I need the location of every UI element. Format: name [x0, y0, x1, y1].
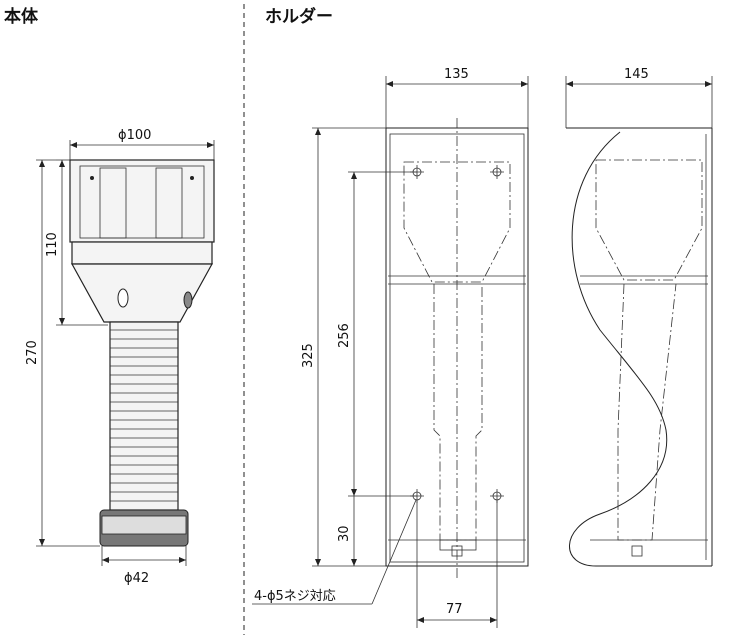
- holder-bottom-notch: [451, 545, 463, 557]
- holder-front-view: 135 325 256 30 77 4-ϕ5ネジ対応: [252, 67, 529, 628]
- dim-label-135: 135: [444, 67, 469, 82]
- arrow: [351, 559, 357, 566]
- dim-label-325: 325: [301, 343, 316, 368]
- body-screw: [90, 176, 94, 180]
- body-funnel-hole: [183, 291, 193, 309]
- holder-side-curve: [569, 131, 668, 567]
- note-leader: [371, 499, 417, 605]
- body-neck: [109, 321, 179, 511]
- dim-label-phi100: ϕ100: [118, 128, 151, 143]
- hole-note: 4-ϕ5ネジ対応: [254, 589, 336, 604]
- body-collar: [71, 241, 213, 265]
- holder-lower-slot: [433, 284, 483, 541]
- holder-side-notch: [631, 545, 643, 557]
- body-base-band: [101, 515, 187, 535]
- dim-label-145: 145: [624, 67, 649, 82]
- body-slot: [99, 167, 127, 239]
- body-funnel: [70, 263, 214, 323]
- main-body-title: 本体: [4, 6, 39, 27]
- holder-front-inner: [389, 133, 525, 563]
- main-body-drawing: ϕ100 110 270 ϕ42: [25, 128, 215, 586]
- body-neck-ribs: [110, 329, 178, 502]
- dim-label-77: 77: [446, 602, 463, 617]
- holder-side-view: 145: [565, 67, 713, 567]
- body-screw: [190, 176, 194, 180]
- body-cup: [69, 159, 215, 243]
- holder-title: ホルダー: [265, 6, 333, 27]
- body-cup-inner: [79, 165, 205, 239]
- mounting-hole: [490, 165, 504, 179]
- holder-bottom-tab: [439, 539, 477, 551]
- dim-label-30: 30: [337, 525, 352, 542]
- body-slot: [155, 167, 183, 239]
- dim-label-phi42: ϕ42: [124, 571, 149, 586]
- dim-label-270: 270: [25, 340, 40, 365]
- body-funnel-hole: [117, 288, 129, 308]
- dim-label-110: 110: [45, 232, 60, 257]
- holder-cutout: [403, 161, 511, 283]
- holder-side-cradle: [595, 159, 703, 281]
- dim-label-256: 256: [337, 323, 352, 348]
